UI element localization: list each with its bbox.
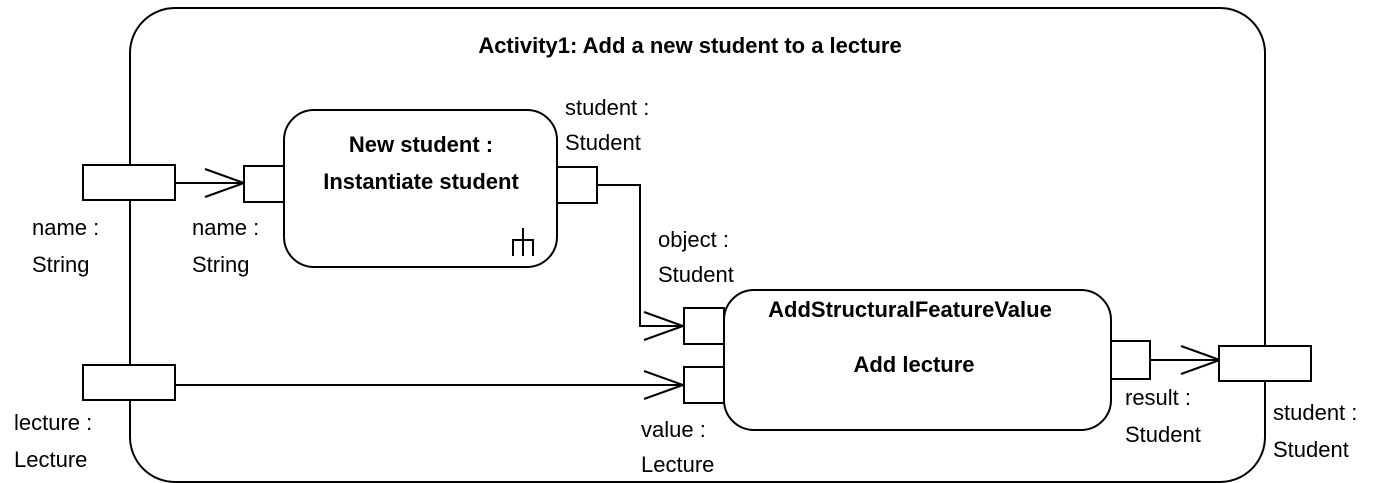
activity-param-student: [1218, 345, 1312, 382]
label-param-lecture-2: Lecture: [14, 447, 87, 472]
label-pin-student-2: Student: [565, 130, 641, 155]
label-pin-value-2: Lecture: [641, 452, 714, 477]
pin-object-in: [683, 307, 725, 345]
label-pin-name-2: String: [192, 252, 249, 277]
label-pin-result-1: result :: [1125, 385, 1191, 410]
activity-param-lecture: [82, 364, 176, 401]
pin-result-out: [1110, 340, 1151, 380]
pin-value-in: [683, 366, 725, 404]
label-pin-object-2: Student: [658, 262, 734, 287]
label-param-lecture-1: lecture :: [14, 410, 92, 435]
rake-icon: [512, 228, 534, 256]
label-pin-object-1: object :: [658, 227, 729, 252]
activity-title: Activity1: Add a new student to a lectur…: [478, 33, 901, 58]
label-pin-student-1: student :: [565, 95, 649, 120]
label-param-student-1: student :: [1273, 400, 1357, 425]
label-param-name-2: String: [32, 252, 89, 277]
action-new-student-title-1: New student :: [349, 132, 493, 157]
activity-param-name: [82, 164, 176, 201]
label-pin-name-1: name :: [192, 215, 259, 240]
activity-frame: [129, 7, 1266, 483]
flow-edges: [175, 168, 1223, 400]
label-param-name-1: name :: [32, 215, 99, 240]
action-add-lecture-stereotype: AddStructuralFeatureValue: [768, 297, 1052, 322]
edge-student-object: [597, 184, 683, 327]
pin-name-in: [243, 165, 285, 203]
action-new-student-title-2: Instantiate student: [323, 169, 519, 194]
pin-student-out: [556, 166, 598, 204]
label-param-student-2: Student: [1273, 437, 1349, 462]
label-pin-value-1: value :: [641, 417, 706, 442]
action-add-lecture-title: Add lecture: [853, 352, 974, 377]
label-pin-result-2: Student: [1125, 422, 1201, 447]
